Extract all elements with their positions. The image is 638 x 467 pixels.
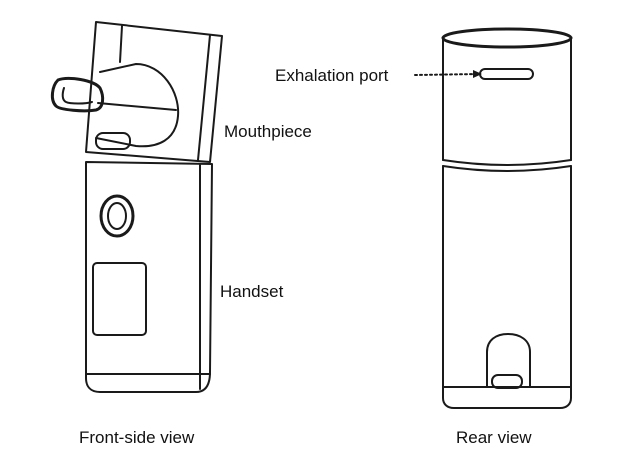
- exhalation-port-label: Exhalation port: [275, 66, 389, 85]
- front-side-clip-inner: [61, 87, 93, 105]
- front-handset-body: [85, 161, 213, 393]
- rear-view-device: [441, 27, 573, 409]
- front-view-device: [50, 21, 223, 393]
- rear-top-ellipse: [441, 27, 573, 49]
- display-window: [92, 262, 147, 336]
- front-dome-inner-line: [97, 102, 177, 111]
- front-mouthpiece-notch: [119, 25, 123, 63]
- handset-label: Handset: [220, 282, 284, 301]
- exhalation-port-arrowhead: [473, 70, 482, 78]
- front-side-clip: [50, 76, 105, 113]
- rear-mouthpiece-seam: [442, 159, 572, 166]
- mouthpiece-label: Mouthpiece: [224, 122, 312, 141]
- rear-mouthpiece-body: [442, 37, 572, 161]
- front-mouthpiece-button: [95, 132, 131, 150]
- front-mouthpiece-body: [85, 21, 223, 163]
- front-mouthpiece-edge: [197, 34, 211, 161]
- power-button-outer: [99, 194, 135, 238]
- front-mouthpiece-dome: [95, 63, 180, 148]
- rear-door-latch: [491, 374, 523, 389]
- power-button-inner: [107, 202, 127, 230]
- rear-battery-door: [486, 333, 531, 388]
- rear-view-caption: Rear view: [456, 428, 532, 447]
- front-view-caption: Front-side view: [79, 428, 195, 447]
- exhalation-port-leader: [414, 73, 481, 76]
- rear-handset-top: [442, 165, 572, 172]
- rear-handset-body: [442, 165, 572, 409]
- exhalation-port-slot: [479, 68, 534, 80]
